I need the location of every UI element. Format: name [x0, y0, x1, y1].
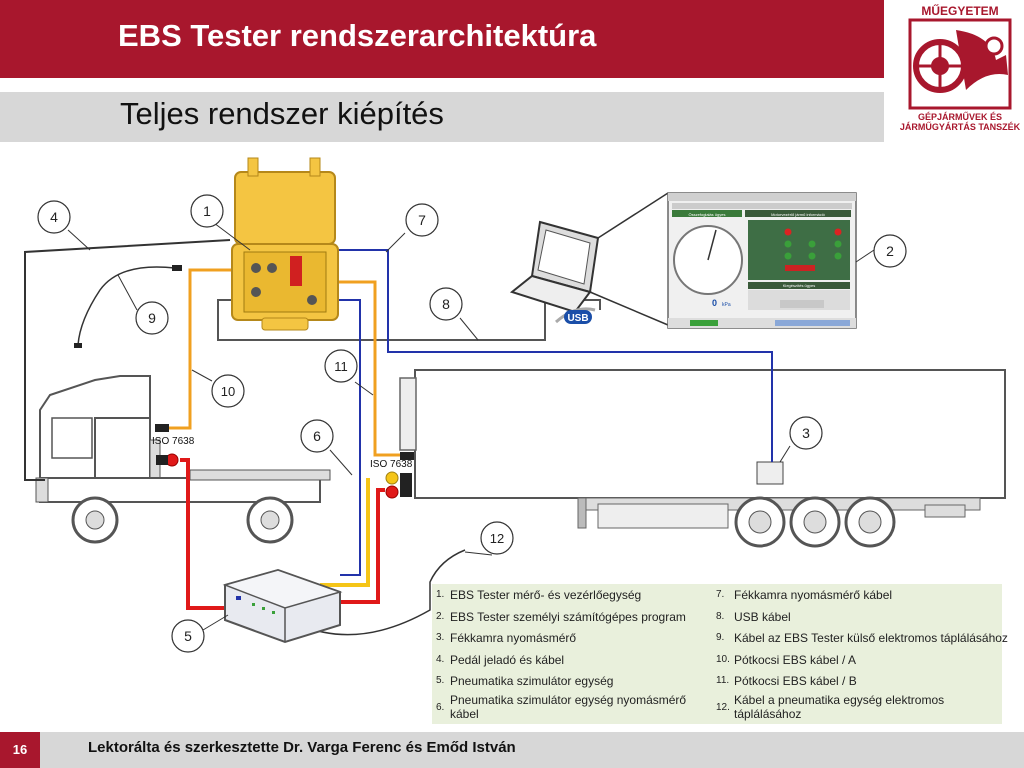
callout-6: 6 — [300, 419, 334, 453]
cable-4 — [24, 239, 231, 481]
pneumatic-simulator-unit — [222, 568, 343, 644]
trailer — [399, 369, 1006, 548]
footer-bar — [0, 732, 1024, 768]
legend: 1.EBS Tester mérő- és vezérlőegység 2.EB… — [432, 584, 1008, 724]
page-subtitle: Teljes rendszer kiépítés — [120, 96, 444, 131]
callout-4: 4 — [37, 200, 71, 234]
truck — [35, 375, 331, 544]
subheader-bar — [0, 92, 884, 142]
cable-red-trailer — [320, 488, 385, 604]
cable-red-truck — [180, 458, 230, 610]
svg-text:3: 3 — [802, 425, 810, 441]
logo-bottom-text: GÉPJÁRMŰVEK ÉS JÁRMŰGYÁRTÁS TANSZÉK — [899, 112, 1021, 132]
legend-item: 6.Pneumatika szimulátor egység nyomásmér… — [436, 693, 687, 721]
svg-text:10: 10 — [221, 384, 235, 399]
cable-10 — [168, 268, 240, 430]
callout-1: 1 — [190, 194, 224, 228]
brake-chamber-sensor — [756, 461, 784, 485]
page-number: 16 — [0, 732, 40, 768]
app-left-title: Összefoglalás ügyes — [689, 212, 726, 217]
callout-10: 10 — [211, 374, 245, 408]
callout-2: 2 — [873, 234, 907, 268]
callout-5: 5 — [171, 619, 205, 653]
callout-11: 11 — [324, 349, 358, 383]
footer-credits: Lektorálta és szerkesztette Dr. Varga Fe… — [88, 739, 516, 756]
university-logo — [908, 18, 1012, 110]
cable-7 — [335, 249, 773, 462]
cable-6 — [335, 299, 361, 576]
laptop — [509, 220, 600, 314]
cables — [24, 239, 773, 636]
svg-text:7: 7 — [418, 212, 426, 228]
callout-8: 8 — [429, 287, 463, 321]
app-screenshot: Összefoglalás ügyes Motorvezérlő jármű i… — [667, 192, 857, 329]
header-bar — [0, 0, 884, 78]
cable-8 — [217, 290, 546, 341]
callout-leaders — [67, 222, 875, 631]
cable-yellow — [320, 478, 370, 587]
svg-text:4: 4 — [50, 209, 58, 225]
callouts: 1 2 3 4 5 6 7 8 9 10 11 12 — [37, 194, 907, 653]
svg-text:12: 12 — [490, 531, 504, 546]
ebs-tester-unit — [231, 157, 339, 331]
cable-11 — [335, 280, 400, 457]
gauge-value: 0 — [712, 298, 717, 308]
svg-text:9: 9 — [148, 310, 156, 326]
cable-9 — [77, 266, 176, 346]
callout-12: 12 — [480, 521, 514, 555]
app-bottom-title: Kiegészítés ügyes — [783, 283, 815, 288]
svg-text:6: 6 — [313, 428, 321, 444]
svg-text:2: 2 — [886, 243, 894, 259]
system-diagram: USB Összefoglalás ügyes Motorvezérlő jár… — [24, 157, 1006, 653]
callout-9: 9 — [135, 301, 169, 335]
connector-label-truck: ISO 7638 — [152, 436, 195, 447]
page-title: EBS Tester rendszerarchitektúra — [118, 18, 597, 53]
callout-7: 7 — [405, 203, 439, 237]
connectors — [74, 265, 414, 499]
cable-12 — [299, 549, 466, 636]
logo-top-text: MŰEGYETEM — [921, 4, 999, 18]
app-right-title: Motorvezérlő jármű információ — [771, 212, 826, 217]
svg-text:1: 1 — [203, 203, 211, 219]
svg-text:5: 5 — [184, 628, 192, 644]
connector-label-trailer: ISO 7638 — [370, 459, 413, 470]
legend-item: 12.Kábel a pneumatika egység elektromos … — [716, 693, 945, 721]
svg-text:11: 11 — [334, 359, 348, 374]
svg-text:8: 8 — [442, 296, 450, 312]
callout-3: 3 — [789, 416, 823, 450]
usb-label: USB — [567, 313, 588, 324]
gauge-unit: kPa — [722, 302, 731, 308]
usb-logo: USB — [555, 307, 596, 324]
